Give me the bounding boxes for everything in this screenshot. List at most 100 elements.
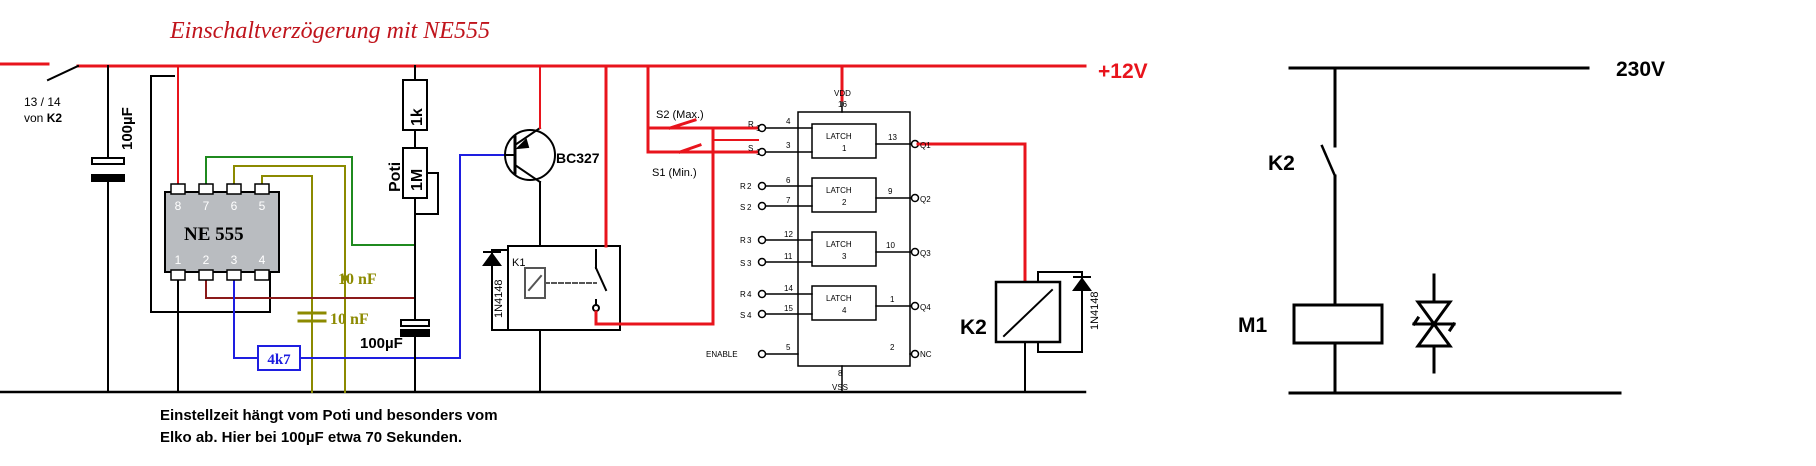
s-num: 3 [747,259,752,268]
resistor-1k [402,65,428,149]
note-line2: Elko ab. Hier bei 100µF etwa 70 Sekunden… [160,429,462,446]
label-load-m1: M1 [1238,314,1267,337]
latch-num: 4 [842,306,847,315]
capacitor-10nf-a [342,275,348,281]
s-label: S [740,203,745,212]
latch-num: 2 [842,198,847,207]
load-circuit [1288,66,1622,395]
r-pin: 6 [786,176,791,185]
label-diode-2: 1N4148 [1089,291,1101,330]
pin-label: 2 [203,253,210,267]
label-c-main: 100µF [119,107,136,150]
q-label: Q1 [920,141,931,150]
s-pin: 7 [786,196,791,205]
r-pin: 12 [784,230,793,239]
relay-k2 [994,271,1083,393]
s-label: S [740,259,745,268]
transistor-bc327 [504,65,556,251]
label-1k: 1k [409,108,426,126]
q-pin: 9 [888,187,893,196]
label-bc327: BC327 [556,150,600,166]
q-pin: 1 [890,295,895,304]
pin-label: 7 [203,199,210,213]
label-230v: 230V [1616,58,1665,81]
pin-label: 3 [231,253,238,267]
s-pin: 15 [784,304,793,313]
latch-name: LATCH [826,240,852,249]
label-vdd: VDD [834,89,851,98]
label-relay-k2: K2 [960,316,987,339]
wire-k1-out [594,158,715,326]
r-pin: 14 [784,284,793,293]
wire-pin7 [205,156,416,246]
label-10nf-b: 10 nF [330,311,369,328]
note-line1: Einstellzeit hängt vom Poti und besonder… [160,407,498,424]
label-poti: Poti [387,162,404,192]
r-pin: 4 [786,117,791,126]
rail-12v [0,62,1087,68]
latch-num: 3 [842,252,847,261]
nc-label: NC [920,350,932,359]
q-pin: 13 [888,133,897,142]
latch-name: LATCH [826,132,852,141]
resistor-4k7 [257,345,301,371]
enable-pin: 5 [786,343,791,352]
q-pin: 10 [886,241,895,250]
label-4k7: 4k7 [267,352,291,368]
switch-13-14 [46,64,80,82]
label-12v: +12V [1098,60,1148,83]
ne555-wiring [150,75,271,393]
ne555-chip [164,183,280,281]
s-num: 4 [747,311,752,320]
latch-ic [757,99,920,393]
wire-pin3 [233,273,259,359]
label-k1: K1 [512,257,525,269]
s-pin: 3 [786,141,791,150]
r-label: R [740,290,746,299]
capacitor-10nf-b [297,311,327,323]
label-load-k2: K2 [1268,152,1295,175]
wire-4k7-out [299,154,506,359]
q-label: Q3 [920,249,931,258]
pin-label: 5 [259,199,266,213]
diode-2 [1072,276,1092,291]
label-10nf-a: 10 nF [338,271,377,288]
label-1m: 1M [409,169,426,191]
label-s1: S1 (Min.) [652,167,697,179]
pin-label: 1 [175,253,182,267]
r-label: R [748,120,754,129]
r-num: 2 [747,182,752,191]
label-diode-1: 1N4148 [493,279,505,318]
switch-s1-s2 [646,64,760,162]
r-label: R [740,182,746,191]
r-num: 4 [747,290,752,299]
wire-pin5 [261,175,313,393]
q-label: Q4 [920,303,931,312]
latch-num: 1 [842,144,847,153]
wire-pin2 [205,273,341,299]
ne555-pin-labels: 8 7 6 5 1 2 3 4 [175,199,266,267]
s-label: S [740,311,745,320]
wire-q1-k2 [916,142,1027,284]
capacitor-main [91,65,125,393]
ne555-label: NE 555 [184,224,244,245]
s-pin: 11 [784,252,793,261]
r-num: 3 [747,236,752,245]
s-num: 2 [747,203,752,212]
label-vss: VSS [832,383,848,392]
enable-label: ENABLE [706,350,738,359]
pin-label: 6 [231,199,238,213]
switch-in-line2: von K2 [24,111,62,125]
s-num: 1 [756,148,761,157]
schematic-title: Einschaltverzögerung mit NE555 [169,18,490,44]
capacitor-timing [400,319,430,393]
potentiometer [402,147,439,321]
relay-k1 [507,245,621,393]
label-vdd-pin: 16 [838,100,847,109]
q-label: Q2 [920,195,931,204]
r-label: R [740,236,746,245]
pin-label: 4 [259,253,266,267]
latch-name: LATCH [826,294,852,303]
nc-pin: 2 [890,343,895,352]
